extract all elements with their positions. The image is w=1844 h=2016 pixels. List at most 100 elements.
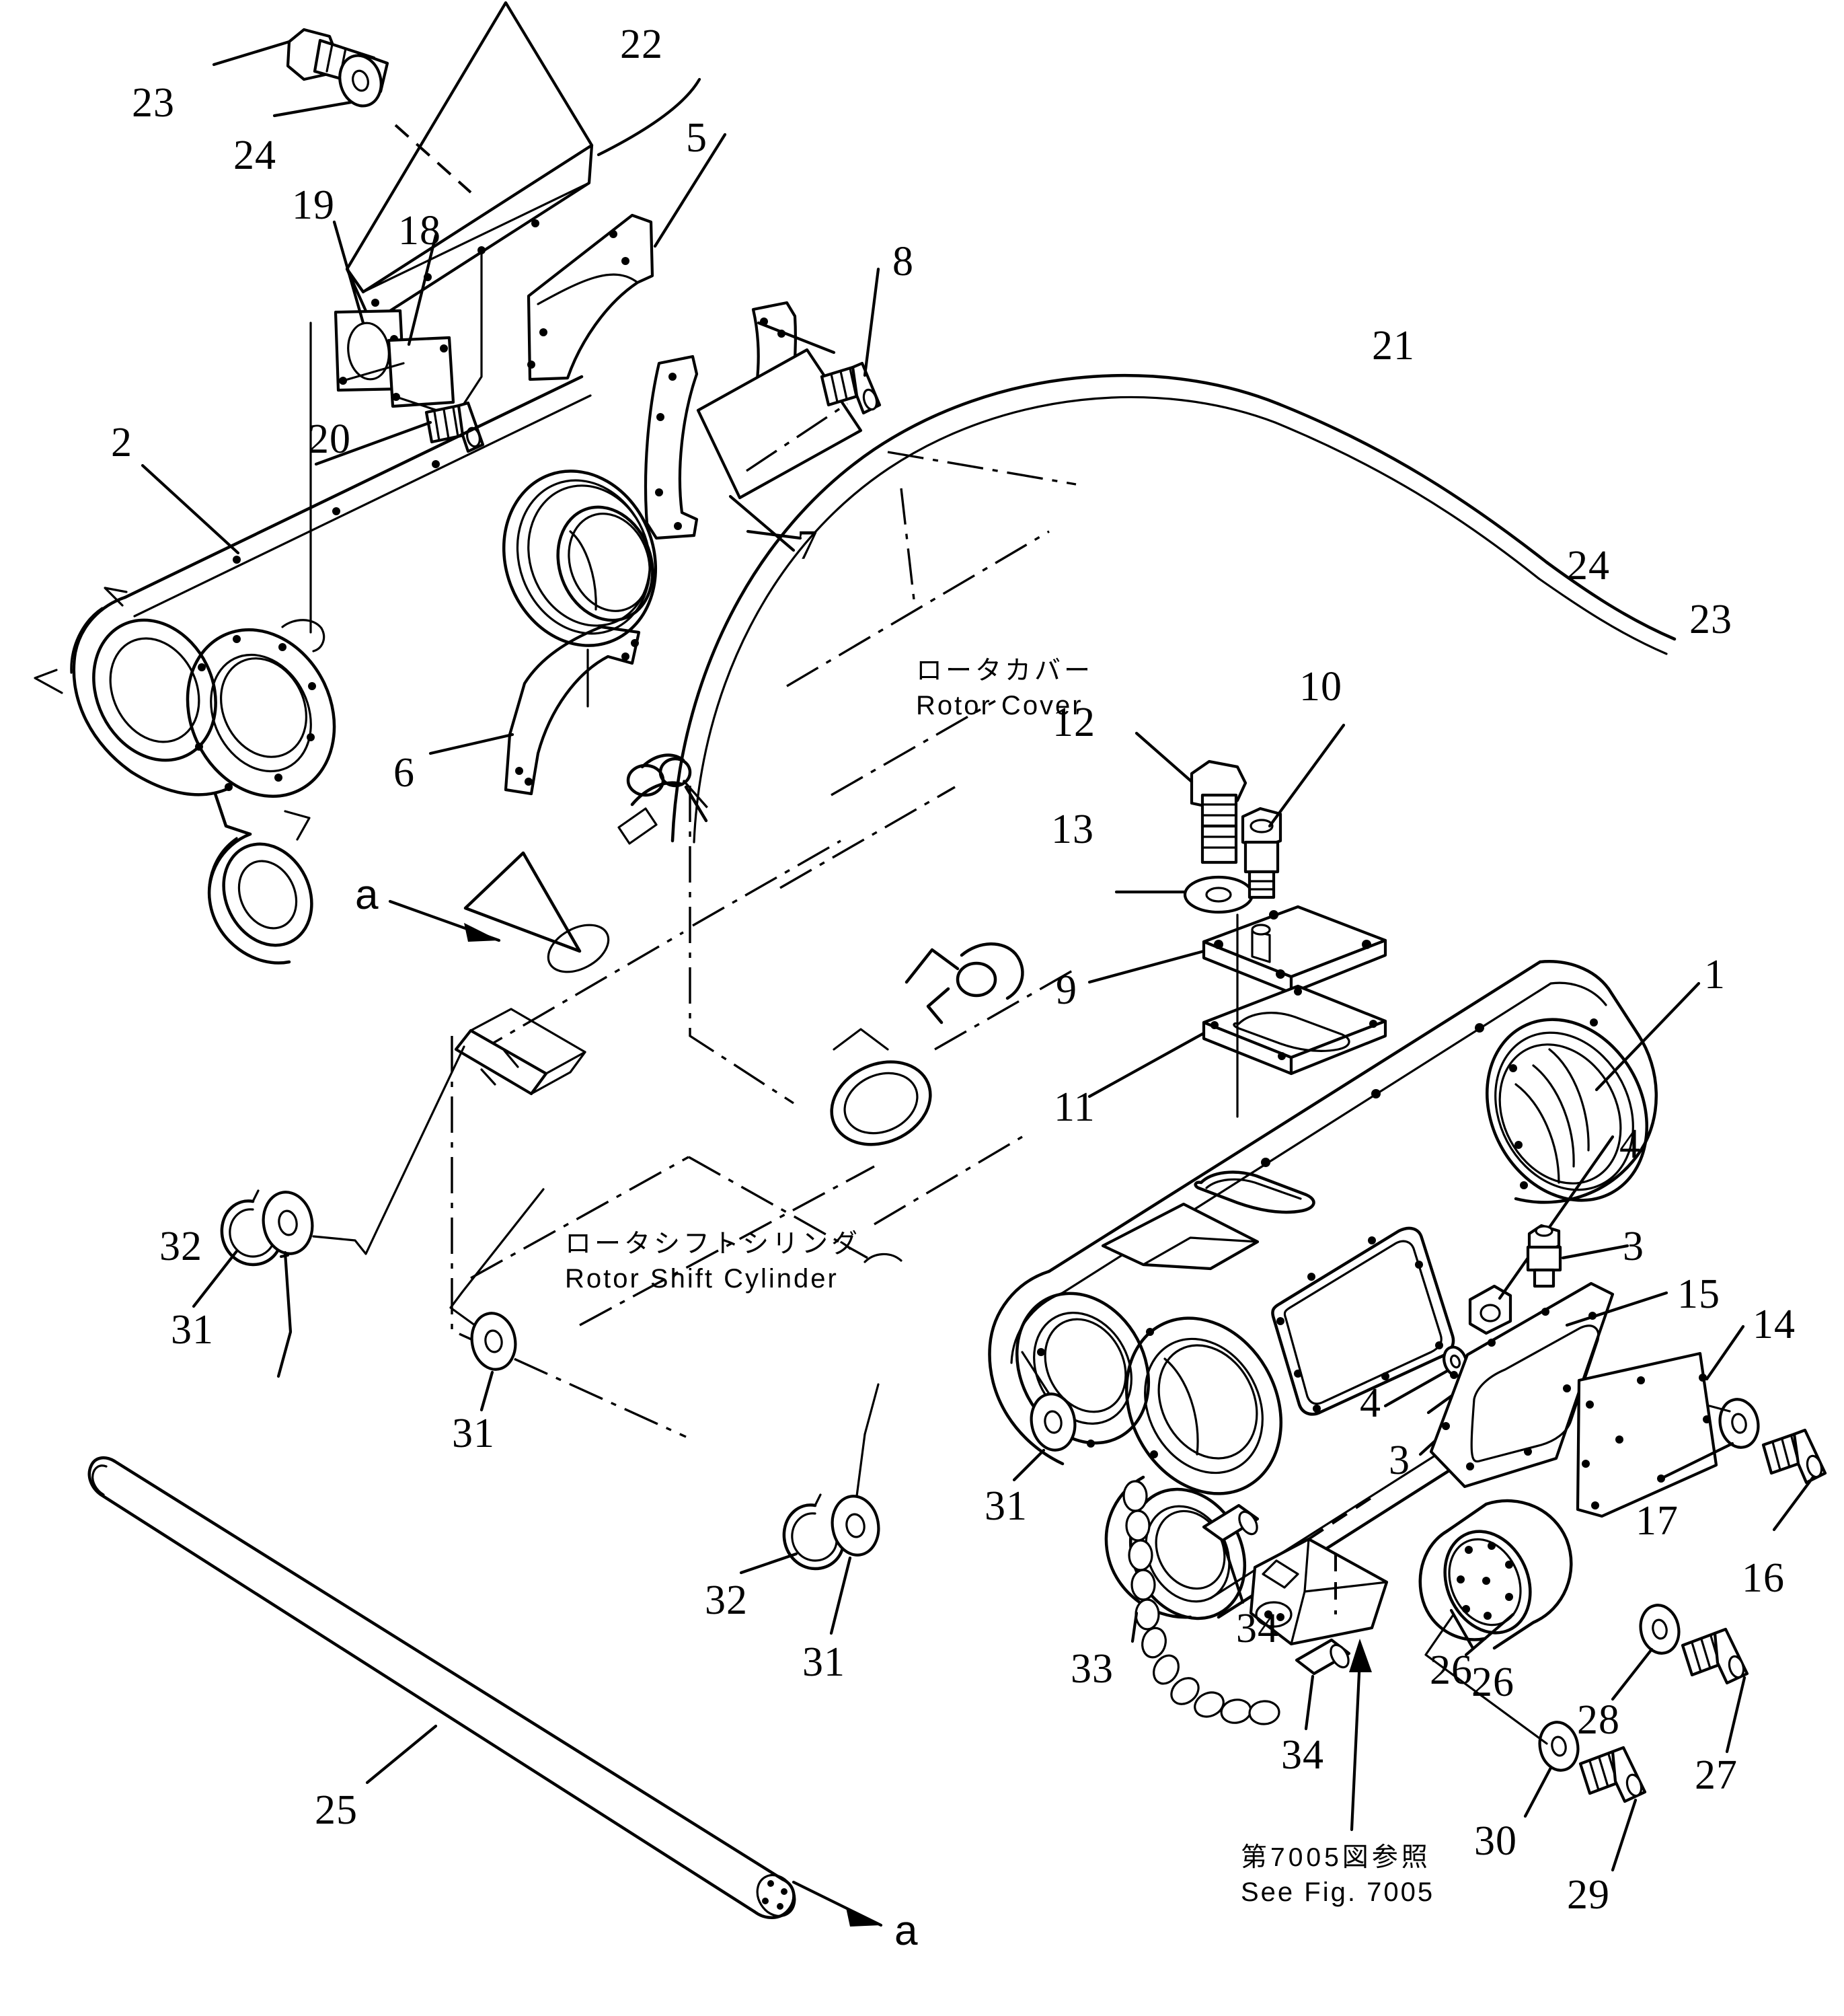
shaft-tube-25	[87, 1456, 796, 1919]
leader-30	[1523, 1766, 1553, 1818]
gasket-11	[1202, 984, 1387, 1076]
washer-30	[1538, 1721, 1580, 1772]
leader-12	[1135, 731, 1194, 784]
callout-32-left: 32	[159, 1224, 202, 1269]
callout-3-upper: 3	[1623, 1224, 1644, 1269]
callout-22: 22	[620, 22, 663, 67]
leader-11	[1087, 1031, 1206, 1098]
callout-34-upper: 34	[1236, 1606, 1279, 1651]
washer-28	[1639, 1604, 1681, 1655]
rotor-cover-left-housing-2	[34, 375, 592, 965]
callout-3-lower: 3	[1389, 1438, 1410, 1483]
washer-13	[1183, 875, 1254, 914]
callout-33: 33	[1071, 1646, 1114, 1692]
leader-31-left-b	[276, 1250, 293, 1378]
mount-plate-9	[1202, 905, 1387, 995]
link-31-right	[1021, 1351, 1050, 1395]
leader-15	[1565, 1291, 1668, 1327]
callout-7: 7	[797, 523, 818, 568]
leader-32-left	[192, 1249, 239, 1308]
callout-28: 28	[1577, 1697, 1620, 1743]
callout-12: 12	[1052, 700, 1096, 745]
callout-15: 15	[1677, 1271, 1720, 1317]
grease-fitting-3-upper	[1526, 1224, 1562, 1288]
note-see-fig-en: See Fig. 7005	[1241, 1877, 1435, 1908]
callout-8: 8	[892, 239, 914, 285]
leader-24-top	[272, 100, 353, 118]
leader-7a	[757, 321, 836, 354]
bolt-12	[1190, 759, 1247, 864]
assembly-line-19-18	[342, 362, 405, 382]
cover-plate-18	[387, 336, 455, 408]
leader-9	[1087, 949, 1206, 984]
leader-1	[1595, 981, 1701, 1092]
leader-5	[653, 133, 727, 248]
note-rotor-shift-cylinder: ロータシフトシリンダ Rotor Shift Cylinder	[565, 1227, 861, 1297]
leader-6	[428, 733, 514, 755]
washer-31-right	[1030, 1392, 1077, 1452]
callout-19: 19	[292, 182, 335, 228]
leader-34-upper	[1221, 1538, 1245, 1604]
callout-26-lower: 26	[1471, 1659, 1514, 1705]
leader-22	[597, 77, 701, 157]
assembly-line-26-30	[1424, 1614, 1548, 1745]
grease-fitting-10	[1241, 807, 1282, 899]
callout-23-top: 23	[132, 80, 175, 126]
pin-34-upper	[1202, 1503, 1260, 1542]
leader-8	[863, 267, 880, 377]
leader-32-lower	[739, 1552, 798, 1575]
phantom-housing-outline	[451, 402, 1077, 1438]
section-arrow-a-top	[388, 851, 582, 953]
link-31-bracket-lower	[855, 1383, 880, 1497]
leader-34-lower	[1304, 1674, 1315, 1731]
callout-31-lower: 31	[802, 1639, 845, 1685]
callout-31-right: 31	[985, 1483, 1028, 1529]
callout-16: 16	[1742, 1555, 1785, 1601]
callout-31-center: 31	[452, 1411, 495, 1456]
rotor-cover-main-1	[988, 960, 1658, 1620]
leader-28	[1611, 1647, 1654, 1701]
callout-13: 13	[1051, 807, 1094, 852]
cover-plate-14	[1576, 1351, 1718, 1518]
callout-23-right: 23	[1689, 597, 1732, 642]
note-see-fig-7005: 第7005図参照 See Fig. 7005	[1241, 1840, 1434, 1910]
pin-34-lower	[1295, 1638, 1351, 1676]
section-mark-a-top: a	[355, 872, 379, 918]
screw-20	[424, 401, 485, 453]
leader-7	[746, 529, 802, 540]
washer-31-left	[262, 1191, 314, 1255]
callout-20: 20	[308, 416, 351, 462]
leader-25	[365, 1724, 438, 1785]
assembly-guide-22	[463, 249, 483, 405]
note-rotor-cover: ロータカバー Rotor Cover	[916, 654, 1093, 724]
link-31-bracket-center	[449, 1188, 545, 1327]
rotor-drum-ring	[502, 470, 658, 647]
leader-14	[1705, 1324, 1745, 1381]
bracket-plate-section-a	[454, 1008, 586, 1096]
leader-3-upper	[1561, 1244, 1629, 1260]
leader-19	[332, 220, 365, 325]
dash-22-assembly	[394, 124, 472, 194]
gusset-plate-22	[345, 1, 594, 325]
section-arrow-a-bottom	[792, 1880, 883, 1927]
leader-16	[1772, 1475, 1815, 1532]
shield-plate-7	[696, 348, 863, 500]
bolt-8	[820, 361, 882, 415]
cylinder-phantom-body	[470, 931, 902, 1279]
note-rotor-cover-jp: ロータカバー	[916, 657, 1094, 685]
curved-bracket-5	[527, 213, 654, 381]
callout-9: 9	[1056, 967, 1077, 1013]
washer-17	[1718, 1398, 1760, 1449]
washer-31-center	[470, 1312, 517, 1371]
callout-1: 1	[1704, 952, 1726, 998]
callout-2: 2	[111, 420, 132, 465]
callout-17: 17	[1636, 1498, 1679, 1544]
washer-24-top-left	[338, 54, 383, 108]
leader-33	[1130, 1611, 1139, 1643]
callout-25: 25	[315, 1787, 358, 1833]
callout-18: 18	[398, 208, 441, 254]
leader-4-lower	[1383, 1369, 1449, 1408]
callout-29: 29	[1567, 1872, 1610, 1918]
rotor-shift-cylinder	[547, 753, 1024, 1146]
